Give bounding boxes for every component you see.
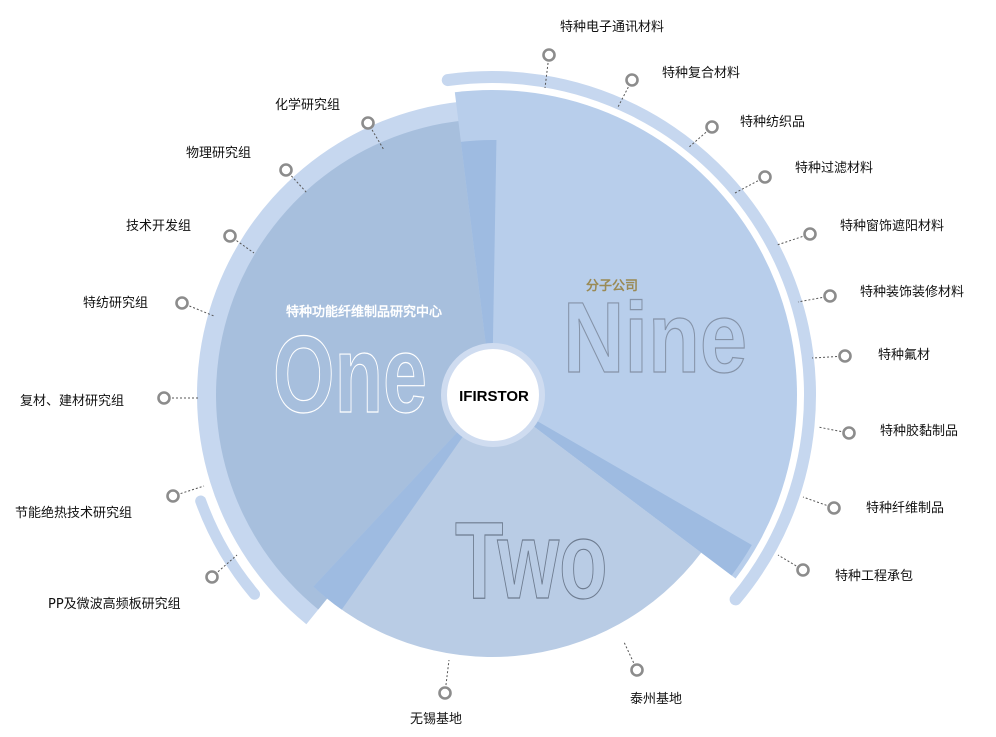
- sector-one: [215, 120, 492, 610]
- node-label: 特种电子通讯材料: [560, 20, 665, 35]
- node-marker-icon: [827, 501, 841, 515]
- node-label: 物理研究组: [186, 146, 252, 161]
- node-marker-icon: [175, 296, 189, 310]
- node-label: 特种纺织品: [740, 115, 806, 130]
- center-label: IFIRSTOR: [459, 388, 529, 405]
- node-label: 化学研究组: [275, 98, 341, 113]
- divider-stripe: [313, 395, 492, 610]
- node-marker-icon: [205, 570, 219, 584]
- node-marker-icon: [361, 116, 375, 130]
- big-text-nine: Nine: [563, 281, 747, 393]
- node-marker-icon: [438, 686, 452, 700]
- node-label: 泰州基地: [630, 692, 683, 707]
- sector-title-nine: 分子公司: [586, 278, 638, 294]
- node-label: 特种氟材: [878, 348, 931, 363]
- outer-arc-right: [441, 71, 816, 606]
- node-marker-icon: [542, 48, 556, 62]
- node-marker-icon: [796, 563, 810, 577]
- big-text-two: Two: [455, 499, 607, 622]
- divider-stripe: [492, 395, 752, 576]
- node-label: 特种复合材料: [662, 66, 741, 81]
- node-label: 无锡基地: [410, 712, 463, 727]
- sector-nine: [454, 90, 797, 579]
- node-label: 节能绝热技术研究组: [15, 506, 133, 521]
- node-marker-icon: [166, 489, 180, 503]
- node-marker-icon: [823, 289, 837, 303]
- node-label: 特种胶黏制品: [880, 424, 959, 439]
- outer-arc-left: [195, 495, 261, 600]
- node-label: 复材、建材研究组: [20, 394, 125, 409]
- node-marker-icon: [625, 73, 639, 87]
- node-marker-icon: [803, 227, 817, 241]
- node-label: PP及微波高频板研究组: [48, 597, 181, 612]
- node-label: 特种窗饰遮阳材料: [840, 219, 945, 234]
- node-label: 特种装饰装修材料: [860, 285, 965, 300]
- node-marker-icon: [279, 163, 293, 177]
- sector-title-one: 特种功能纤维制品研究中心: [286, 304, 442, 320]
- node-label: 特种工程承包: [835, 569, 914, 584]
- node-marker-icon: [758, 170, 772, 184]
- node-label: 技术开发组: [126, 219, 192, 234]
- node-label: 特种过滤材料: [795, 161, 874, 176]
- divider-stripe: [460, 140, 497, 395]
- center-circle: [447, 349, 539, 441]
- node-label: 特纺研究组: [83, 296, 149, 311]
- node-marker-icon: [838, 349, 852, 363]
- sector-two: [313, 395, 702, 658]
- node-marker-icon: [223, 229, 237, 243]
- node-marker-icon: [842, 426, 856, 440]
- node-marker-icon: [157, 391, 171, 405]
- big-text-one: One: [273, 313, 427, 436]
- node-marker-icon: [705, 120, 719, 134]
- node-label: 特种纤维制品: [866, 501, 945, 516]
- node-marker-icon: [630, 663, 644, 677]
